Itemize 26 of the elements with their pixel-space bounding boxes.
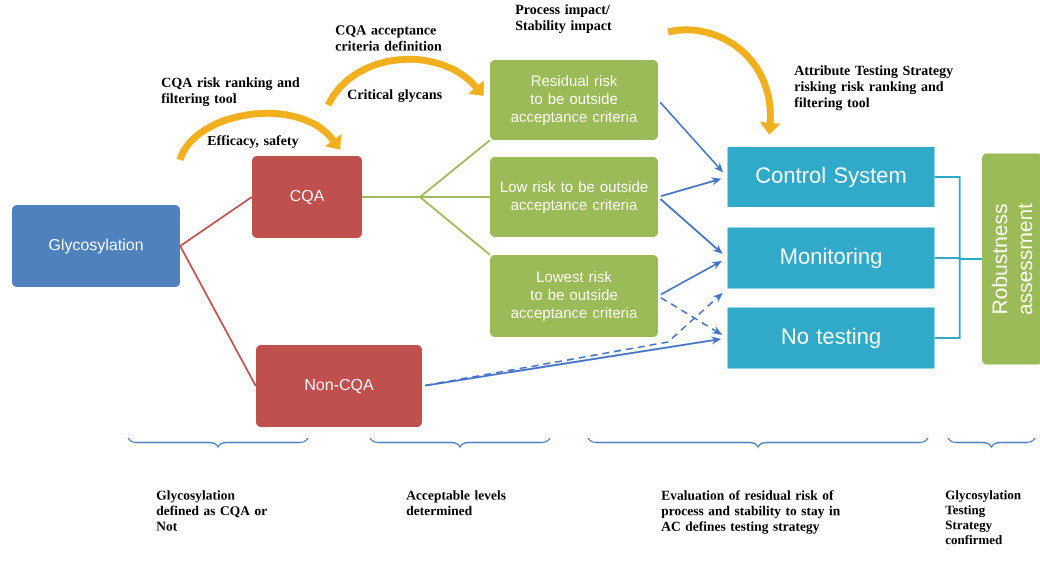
annotation-text: Process impact/ Stability impact (515, 4, 612, 34)
annotation-text: Critical glycans (347, 89, 442, 102)
connector-line (361, 196, 491, 256)
process-box: Monitoring (727, 227, 935, 289)
annotation-text: Glycosylation defined as CQA or Not (156, 490, 267, 531)
annotation-text: Evaluation of residual risk of process and stability to stay in AC defines testing strategy (661, 490, 840, 534)
process-box: Low risk to be outside acceptance criteria (490, 157, 658, 237)
annotation-text: Glycosylation Testing Strategy confirmed (945, 490, 1021, 545)
process-box: Non-CQA (256, 345, 422, 427)
annotation-text: CQA acceptance criteria definition (335, 25, 442, 51)
annotation-text: Acceptable levels determined (406, 490, 506, 516)
connector-line (933, 258, 983, 339)
process-box: Glycosylation (12, 205, 180, 287)
process-box: Control System (727, 147, 935, 207)
annotation-text: Attribute Testing Strategy risking risk ranking and filtering tool (794, 65, 953, 111)
annotation-text: CQA risk ranking and filtering tool (161, 77, 300, 107)
connector-line (179, 196, 253, 247)
connector-line (179, 245, 257, 387)
process-box: CQA (252, 156, 362, 238)
process-box: Residual risk to be outside acceptance criteria (490, 60, 658, 140)
process-box: Robustness assessment (982, 153, 1040, 365)
curved-arrow (325, 55, 484, 107)
process-box: Lowest risk to be outside acceptance criteria (490, 255, 658, 337)
process-box: No testing (727, 307, 935, 369)
curved-arrow (176, 109, 342, 162)
annotation-text: Efficacy, safety (207, 135, 299, 149)
